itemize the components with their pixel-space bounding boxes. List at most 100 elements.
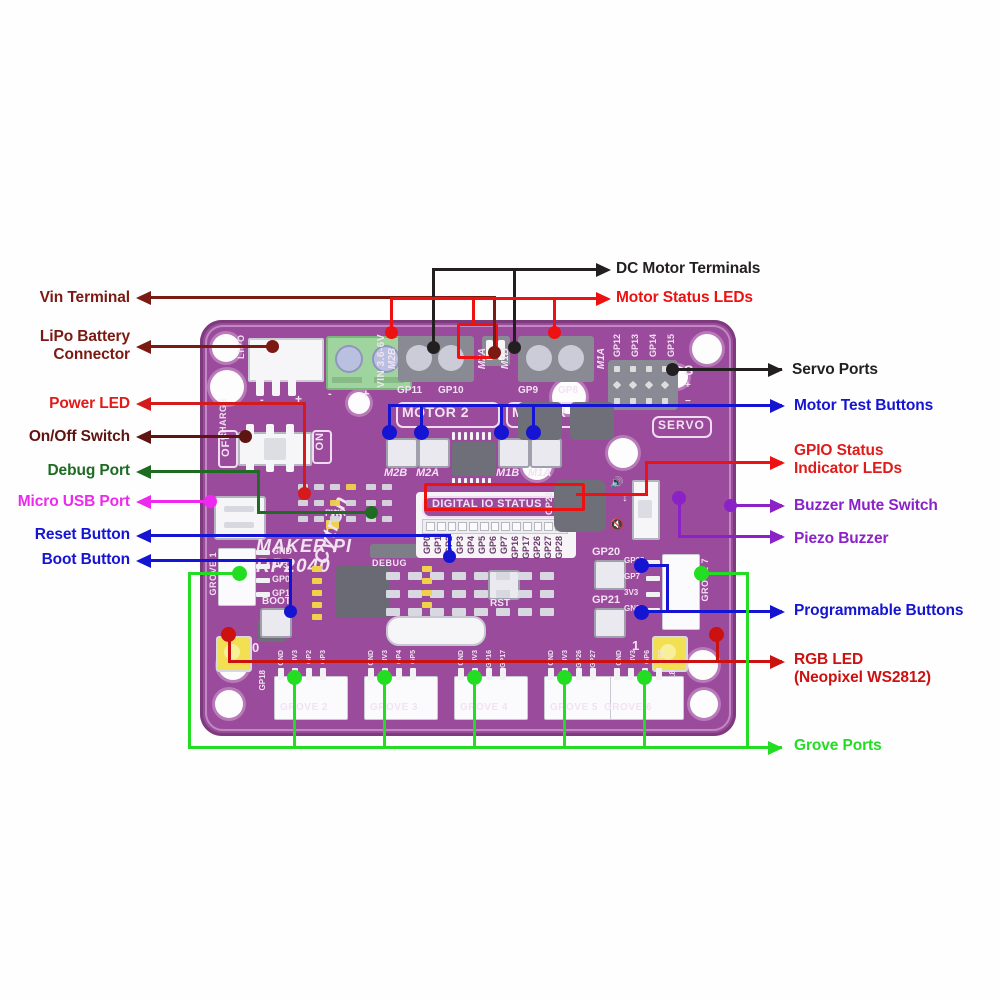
leader-piezo [678,535,782,538]
silk-gp21: GP21 [592,594,621,606]
label-buzzer-mute-switch: Buzzer Mute Switch [794,497,938,514]
leader-gpio-status [576,493,648,496]
leader-grove-bus [188,746,782,749]
label-rgb-led: RGB LED (Neopixel WS2812) [794,651,931,686]
silk-gp20: GP20 [592,546,621,558]
anchor-dot-btn-m2b [382,425,397,440]
silk-btn-m2a: M2A [416,467,440,479]
silk-digital-io-status: DIGITAL IO STATUS [432,498,542,510]
silk-m2b: M2B [387,348,398,370]
leader-motor-status [390,297,596,300]
silk-gp8: GP8 [558,385,579,396]
power-inductor [570,402,614,440]
debug-port[interactable] [370,544,420,558]
grove-port-2[interactable] [274,676,348,720]
leader-boot [148,559,292,562]
leader-usb [148,500,210,503]
leader-reset [148,534,451,537]
arrow-motor-test [770,399,785,413]
rgb-led-1 [652,636,688,672]
arrow-vin-terminal [136,291,151,305]
anchor-dot-btn-m1a [526,425,541,440]
motor-test-button-m1b[interactable] [498,438,530,468]
silk-gp18-left: GP18 [258,670,267,691]
arrow-grove-ports [768,741,783,755]
gpio-status-led-strip [422,519,568,534]
silk-gp9: GP9 [518,385,539,396]
silk-gp10: GP10 [438,385,464,396]
silk-neopixel-1: 1 [632,638,640,653]
anchor-dot-btn-m1b [494,425,509,440]
programmable-button-gp20[interactable] [594,560,626,590]
arrow-onoff [136,430,151,444]
leader-vin-terminal [148,296,496,299]
leader-debug [148,470,260,473]
grove-port-5[interactable] [544,676,618,720]
anchor-dot-reset [443,550,456,563]
anchor-dot-grove5 [557,670,572,685]
label-vin-terminal: Vin Terminal [39,289,131,306]
silk-plus: + [295,392,303,406]
arrow-lipo [136,340,151,354]
arrow-motor-status [596,292,611,306]
silk-debug: DEBUG [372,558,408,568]
silk-m1a: M1A [596,348,607,370]
rp2040-mcu [336,566,390,618]
motor-test-button-m2a[interactable] [418,438,450,468]
label-reset-button: Reset Button [34,526,130,543]
silk-servo: SERVO [658,418,705,432]
grove-port-3[interactable] [364,676,438,720]
arrow-gpio-status [770,456,785,470]
mounting-hole [690,690,718,718]
mounting-hole [688,650,718,680]
label-lipo-connector: LiPo Battery Connector [39,328,130,363]
label-power-led: Power LED [49,395,130,412]
label-debug-port: Debug Port [47,462,130,479]
anchor-dot-motor-led-m2b [385,326,398,339]
silk-brand-line1: MAKER PI [256,536,353,556]
anchor-dot-grove4 [467,670,482,685]
anchor-dot-motor-term-1 [508,341,521,354]
anchor-dot-debug [365,506,378,519]
leader-buzzer-mute [730,504,782,507]
power-led [326,520,339,529]
motor-test-button-m2b[interactable] [386,438,418,468]
motor-test-button-m1a[interactable] [530,438,562,468]
arrow-piezo [770,530,785,544]
anchor-dot-gp21 [634,605,649,620]
buzzer-mute-switch[interactable] [632,480,660,540]
label-dc-motor-terminals: DC Motor Terminals [616,260,761,277]
silk-motor2-box [396,402,500,428]
silk-servo-minus: − [685,396,691,407]
mounting-hole [212,334,240,362]
label-micro-usb-port: Micro USB Port [17,493,130,510]
anchor-dot-power-led [298,487,311,500]
anchor-dot-boot [284,605,297,618]
programmable-button-gp21[interactable] [594,608,626,638]
silk-gp12: GP12 [612,334,622,358]
anchor-dot-grove7 [694,566,709,581]
grove-port-4[interactable] [454,676,528,720]
leader-onoff [148,435,246,438]
motor-status-led-highlight-box [457,323,498,359]
silk-motor2: MOTOR 2 [402,404,470,420]
silk-gp11: GP11 [397,385,423,396]
mounting-hole [348,392,370,414]
silk-gp13: GP13 [630,334,640,358]
leader-motor-test [388,404,782,407]
silk-btn-m1a: M1A [528,467,552,479]
label-servo-ports: Servo Ports [792,361,878,378]
mounting-hole [215,690,243,718]
arrow-buzzer-mute [770,499,785,513]
silk-gp14: GP14 [648,334,658,358]
arrow-servo [768,363,783,377]
arrow-rgb-led [770,655,785,669]
anchor-dot-rgb-1 [709,627,724,642]
label-motor-test-buttons: Motor Test Buttons [794,397,934,414]
leader-rgb-led [228,660,782,663]
dc-motor-terminal-1 [518,336,594,382]
arrow-boot [136,554,151,568]
anchor-dot-btn-m2a [414,425,429,440]
sound-on-icon: 🔊 [610,477,624,489]
